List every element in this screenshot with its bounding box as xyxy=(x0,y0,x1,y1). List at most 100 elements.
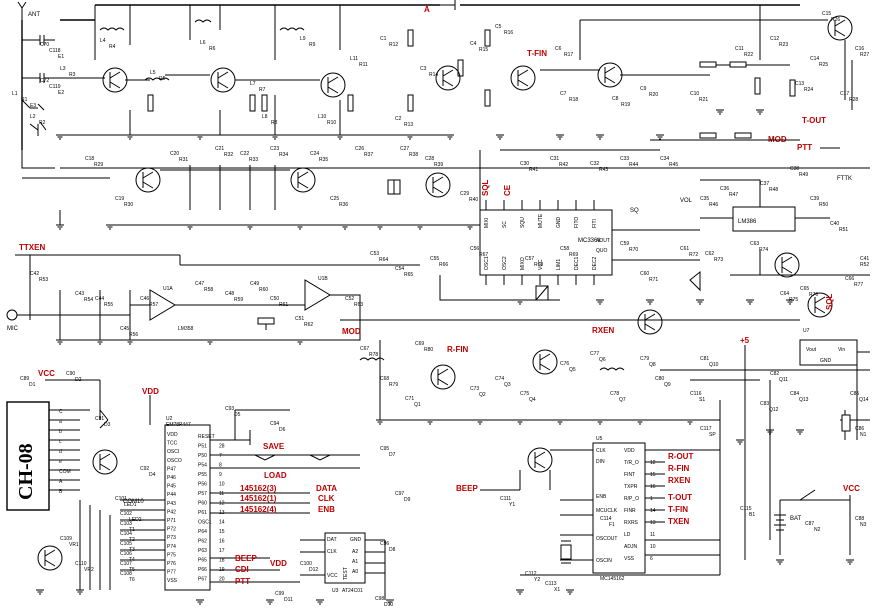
vol-label: VOL xyxy=(680,198,693,204)
ref-r16: R16 xyxy=(504,30,513,36)
t-fin-label-top: T-FIN xyxy=(527,49,547,58)
ref-r15: R15 xyxy=(479,47,488,53)
ground-symbols xyxy=(36,109,854,605)
ref-c80: C80 xyxy=(655,376,664,382)
ref-r27: R27 xyxy=(860,52,869,58)
u2-chip xyxy=(164,424,211,591)
ref-l2: L2 xyxy=(30,114,36,120)
ref-r33: R33 xyxy=(249,157,258,163)
ref-r26: R26 xyxy=(831,17,840,23)
ref-r43: R43 xyxy=(599,167,608,173)
q7-symbol xyxy=(135,167,161,193)
s1-switch xyxy=(799,489,816,501)
ref-r2: R2 xyxy=(39,120,46,126)
mc3361-pin-dec2: DEC2 xyxy=(592,256,598,270)
ref-c103: C103 xyxy=(120,521,132,527)
ref-c81: C81 xyxy=(700,356,709,362)
ref-t6: T6 xyxy=(129,577,135,583)
ref-r56: R56 xyxy=(129,332,138,338)
ref-led2: LED2 xyxy=(129,517,142,523)
ref-c118: C118 xyxy=(49,48,61,54)
u2-pinnum-10: 10 xyxy=(219,482,225,488)
ref-l10: L10 xyxy=(318,114,327,120)
ref-d10: D10 xyxy=(384,602,393,608)
u2-pin-vss: VSS xyxy=(167,578,178,584)
u5-pinnum-6: 6 xyxy=(650,556,653,562)
led2-symbol xyxy=(99,409,109,429)
ref-c43: C43 xyxy=(75,291,84,297)
ref-c61: C61 xyxy=(680,246,689,252)
u5-pinnum-16: 16 xyxy=(650,484,656,490)
ref-d3: D3 xyxy=(104,422,111,428)
u5-pin-txpr: TXPR xyxy=(624,484,638,490)
u2-pin-p71: P71 xyxy=(167,518,176,524)
ref-n2: N2 xyxy=(814,527,821,533)
ref-c112: C112 xyxy=(525,571,537,577)
ref-c50: C50 xyxy=(270,296,279,302)
plus5-label: +5 xyxy=(740,336,750,345)
ref-y1: Y1 xyxy=(509,502,515,508)
b1-part xyxy=(841,414,851,432)
ref-c40: C40 xyxy=(830,221,839,227)
u2-pinnum-8: 8 xyxy=(219,463,222,469)
ch08-pin-d: d xyxy=(59,449,62,455)
ref-d5: D5 xyxy=(234,412,241,418)
u2-pin-p63: P63 xyxy=(198,548,207,554)
ref-n1: N1 xyxy=(860,432,867,438)
q6-symbol xyxy=(597,62,623,88)
u2-pin-p47: P47 xyxy=(167,466,176,472)
ref-r8: R8 xyxy=(271,120,278,126)
ref-r61: R61 xyxy=(279,302,288,308)
ref-c116: C116 xyxy=(690,391,702,397)
ref-c45: C45 xyxy=(120,326,129,332)
mc3361-part: MC3361 xyxy=(578,238,601,244)
u2-pin-p55: P55 xyxy=(198,472,207,478)
u3-test: TEST xyxy=(343,567,349,580)
bat-symbol xyxy=(774,514,786,531)
ref-b1: B1 xyxy=(749,512,755,518)
ref-d1: D1 xyxy=(29,382,36,388)
u2-pin-p73: P73 xyxy=(167,535,176,541)
ref-r12: R12 xyxy=(389,42,398,48)
mc3361-pin-osc1: OSC1 xyxy=(484,256,490,270)
ref-c20: C20 xyxy=(170,151,179,157)
ref-q2: Q2 xyxy=(479,392,486,398)
ref-r79: R79 xyxy=(389,382,398,388)
ref-c102: C102 xyxy=(120,511,132,517)
ref-c84: C84 xyxy=(790,391,799,397)
u2-pin-osci: OSCI xyxy=(167,449,179,455)
u2-pinnum-16: 16 xyxy=(219,539,225,545)
ref-r30: R30 xyxy=(124,202,133,208)
ref-c39: C39 xyxy=(810,196,819,202)
ref-c96: C96 xyxy=(380,541,389,547)
ch08-pin-com: COM xyxy=(59,469,71,475)
ref-q10: Q10 xyxy=(709,362,719,368)
t-out-label-pll: T-OUT xyxy=(668,493,692,502)
ref-r48: R48 xyxy=(769,187,778,193)
n1-symbol xyxy=(92,449,118,475)
ref-c53: C53 xyxy=(370,251,379,257)
ref-e3: E3 xyxy=(30,103,36,109)
ref-r65: R65 xyxy=(404,272,413,278)
ref-c110: C110 xyxy=(75,561,87,567)
u5-pin-finr: FINR xyxy=(624,508,636,514)
ch08-pin-e: e xyxy=(59,459,62,465)
enb-label: ENB xyxy=(318,505,335,514)
q8-symbol xyxy=(290,167,316,193)
ref-r44: R44 xyxy=(629,162,638,168)
ref-r73: R73 xyxy=(714,257,723,263)
ref-c29: C29 xyxy=(460,191,469,197)
u2-pinnum-15: 15 xyxy=(219,529,225,535)
ref-c8: C8 xyxy=(612,96,619,102)
u2-pin-p57: P57 xyxy=(198,491,207,497)
speaker-symbol xyxy=(689,270,701,292)
ref-c77: C77 xyxy=(590,351,599,357)
ref-q9: Q9 xyxy=(664,382,671,388)
ref-r21: R21 xyxy=(699,97,708,103)
u2-pin-p77: P77 xyxy=(167,570,176,576)
mc3361-pin-mute: MUTE xyxy=(538,213,544,228)
u5-pin-vdd: VDD xyxy=(624,448,635,454)
